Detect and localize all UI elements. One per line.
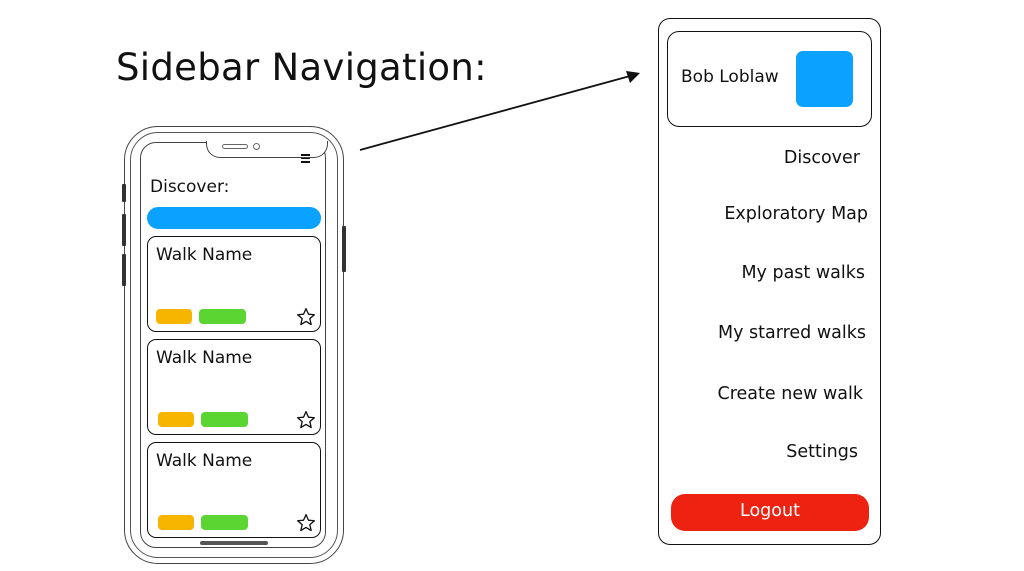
screen-title: Discover:	[150, 177, 230, 197]
profile-card[interactable]: Bob Loblaw	[667, 31, 872, 127]
phone-volume-down	[122, 254, 126, 286]
user-name: Bob Loblaw	[681, 67, 779, 87]
star-icon[interactable]	[296, 410, 316, 430]
arrow-icon	[359, 71, 640, 151]
star-icon[interactable]	[296, 513, 316, 533]
walk-card[interactable]: Walk Name	[147, 236, 321, 332]
walk-tag-yellow	[158, 515, 194, 530]
walk-name: Walk Name	[156, 451, 253, 471]
walk-tag-green	[199, 309, 246, 324]
walk-tag-green	[201, 412, 248, 427]
phone-frame	[124, 126, 344, 564]
phone-speaker	[222, 144, 248, 149]
sidebar-item-past-walks[interactable]: My past walks	[741, 263, 865, 283]
sidebar-item-exploratory-map[interactable]: Exploratory Map	[724, 204, 868, 224]
walk-card[interactable]: Walk Name	[147, 442, 321, 538]
walk-tag-yellow	[156, 309, 192, 324]
phone-silent-switch	[122, 184, 126, 202]
walk-card[interactable]: Walk Name	[147, 339, 321, 435]
slide-title: Sidebar Navigation:	[116, 46, 487, 89]
sidebar-item-starred-walks[interactable]: My starred walks	[717, 323, 866, 343]
logout-button[interactable]: Logout	[671, 494, 869, 531]
search-bar[interactable]	[147, 207, 321, 229]
walk-name: Walk Name	[156, 245, 253, 265]
star-icon[interactable]	[296, 307, 316, 327]
walk-tag-green	[201, 515, 248, 530]
phone-camera	[253, 143, 260, 150]
phone-bezel	[130, 132, 338, 558]
phone-volume-up	[122, 214, 126, 246]
walk-name: Walk Name	[156, 348, 253, 368]
avatar[interactable]	[796, 51, 853, 107]
sidebar-item-settings[interactable]: Settings	[786, 442, 858, 462]
home-indicator	[200, 541, 268, 545]
phone-power-button	[342, 226, 346, 272]
sidebar-item-discover[interactable]: Discover	[783, 148, 860, 168]
sidebar-item-create-walk[interactable]: Create new walk	[717, 384, 863, 404]
walk-tag-yellow	[158, 412, 194, 427]
hamburger-menu-icon[interactable]	[301, 154, 310, 163]
